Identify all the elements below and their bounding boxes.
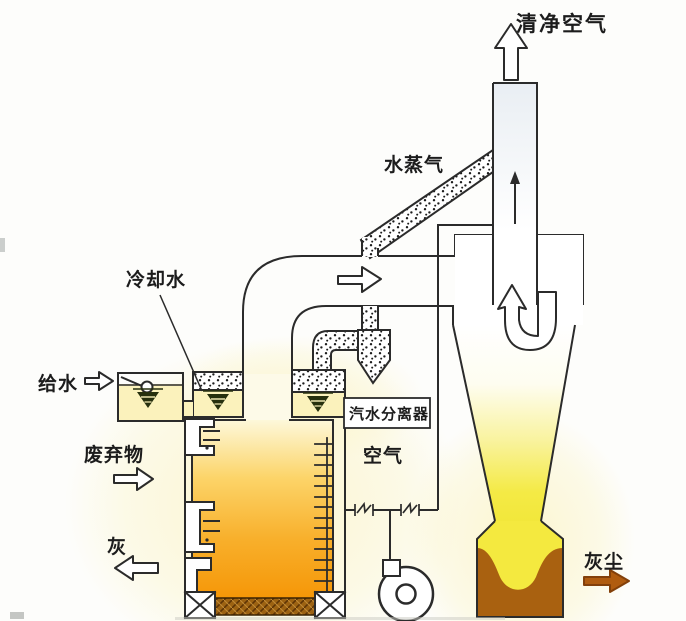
labels: 清净空气 水蒸气 冷却水 给水 废弃物 灰 汽水分离器 空气 灰尘 <box>38 12 624 573</box>
blower-fan <box>377 559 435 621</box>
air-valve-right <box>400 501 420 516</box>
ash-arrow <box>114 555 159 581</box>
feed-water-arrow <box>84 371 114 391</box>
flue-gas-arrow <box>337 266 382 293</box>
label-clean-air: 清净空气 <box>516 12 608 36</box>
nozzle-ladder <box>314 437 334 593</box>
scan-artifacts <box>0 238 505 620</box>
support-right <box>313 590 347 620</box>
dust-out-arrow <box>583 569 630 593</box>
flow-arrows <box>84 23 630 593</box>
waste-arrow <box>113 467 154 491</box>
label-separator: 汽水分离器 <box>349 405 429 423</box>
label-air: 空气 <box>363 444 403 467</box>
cyclone-cone <box>453 325 575 521</box>
label-ash: 灰 <box>107 535 127 558</box>
dust-pile <box>477 548 563 617</box>
furnace-left-port-lower <box>184 501 220 553</box>
separator-label-box <box>343 397 431 429</box>
label-cooling-water: 冷却水 <box>126 268 186 291</box>
float-lever <box>120 376 143 387</box>
steam-circuit <box>312 148 494 385</box>
cooling-jackets <box>192 369 346 418</box>
label-steam: 水蒸气 <box>384 153 444 176</box>
furnace-left-port-upper <box>184 418 220 456</box>
feedwater-tank <box>117 372 193 422</box>
label-waste: 废弃物 <box>84 443 144 466</box>
label-feed-water: 给水 <box>38 372 78 395</box>
furnace-neck <box>243 374 292 422</box>
cyclone-uturn-arrow <box>497 284 557 351</box>
clean-air-up-arrow <box>494 23 528 81</box>
chimney <box>437 82 557 510</box>
cooling-water-pointer <box>159 294 203 392</box>
steam-elbow-pipe <box>312 330 359 375</box>
air-supply <box>345 501 438 562</box>
support-left <box>183 590 217 620</box>
label-dust: 灰尘 <box>584 550 624 573</box>
air-valve-left <box>354 501 374 516</box>
furnace-interior <box>192 420 333 600</box>
float-valve <box>140 380 154 394</box>
chimney-flow-arrow <box>510 171 520 224</box>
grate <box>214 597 316 616</box>
steam-separator-funnel <box>357 329 391 385</box>
